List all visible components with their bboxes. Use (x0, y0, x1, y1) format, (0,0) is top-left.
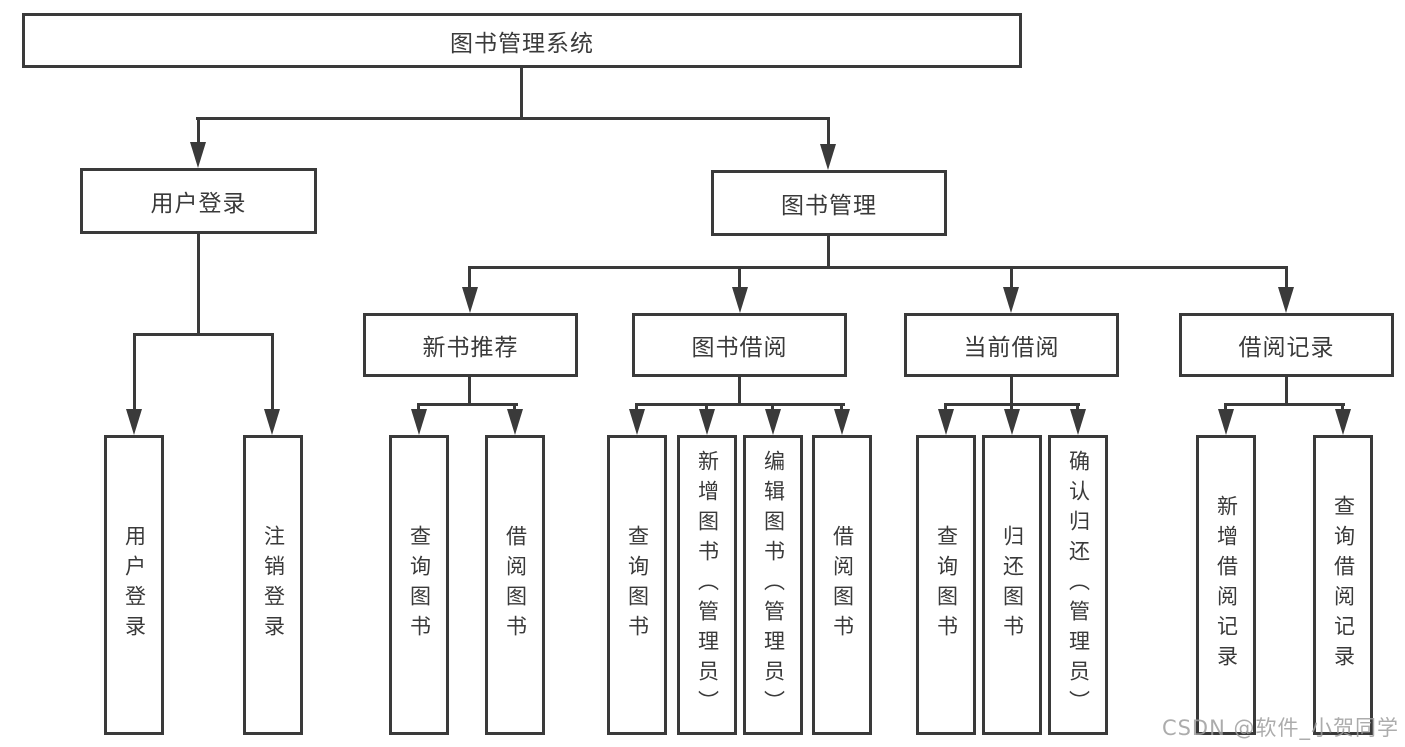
arrow-down-icon (732, 287, 748, 313)
arrow-down-icon (699, 409, 715, 435)
node-query-books: 查询图书 (916, 435, 976, 735)
connector-line (738, 266, 741, 289)
node-label: 查询图书 (407, 525, 432, 645)
node-query-borrow-record: 查询借阅记录 (1313, 435, 1373, 735)
connector-line (827, 117, 830, 146)
node-label: 图书管理 (781, 193, 877, 219)
connector-line (417, 403, 420, 413)
node-borrow-books: 借阅图书 (812, 435, 872, 735)
connector-line (840, 403, 843, 413)
arrow-down-icon (765, 409, 781, 435)
node-new-book-recommend: 新书推荐 (363, 313, 578, 377)
connector-line (417, 403, 518, 406)
connector-line (468, 266, 1288, 269)
connector-line (705, 403, 708, 413)
node-label: 查询借阅记录 (1331, 495, 1356, 675)
connector-line (1010, 377, 1013, 406)
arrow-down-icon (1004, 409, 1020, 435)
node-user-login: 用户登录 (80, 168, 317, 234)
node-add-borrow-record: 新增借阅记录 (1196, 435, 1256, 735)
connector-line (738, 377, 741, 406)
node-label: 确认归还（管理员） (1066, 450, 1091, 720)
connector-line (133, 333, 136, 409)
arrow-down-icon (462, 287, 478, 313)
node-label: 当前借阅 (963, 335, 1060, 361)
node-label: 新增图书（管理员） (695, 450, 720, 720)
connector-line (944, 403, 947, 413)
node-user-login-leaf: 用户登录 (104, 435, 164, 735)
node-label: 借阅图书 (830, 525, 855, 645)
arrow-down-icon (1278, 287, 1294, 313)
arrow-down-icon (190, 142, 206, 168)
node-book-management: 图书管理 (711, 170, 947, 236)
arrow-down-icon (1070, 409, 1086, 435)
node-label: 用户登录 (122, 525, 147, 645)
node-label: 查询图书 (625, 525, 650, 645)
connector-line (1010, 266, 1013, 289)
arrow-down-icon (820, 144, 836, 170)
arrow-down-icon (1218, 409, 1234, 435)
node-borrow-records: 借阅记录 (1179, 313, 1394, 377)
node-label: 新书推荐 (422, 335, 519, 361)
connector-line (1076, 403, 1079, 413)
connector-line (133, 333, 274, 336)
connector-line (196, 117, 830, 120)
arrow-down-icon (629, 409, 645, 435)
node-label: 借阅图书 (503, 525, 528, 645)
node-label: 注销登录 (261, 525, 286, 645)
node-edit-books-admin: 编辑图书（管理员） (743, 435, 803, 735)
node-label: 查询图书 (934, 525, 959, 645)
connector-line (197, 234, 200, 336)
arrow-down-icon (507, 409, 523, 435)
node-add-books-admin: 新增图书（管理员） (677, 435, 737, 735)
connector-line (1224, 403, 1345, 406)
node-label: 用户登录 (150, 191, 247, 217)
node-label: 编辑图书（管理员） (761, 450, 786, 720)
node-query-books: 查询图书 (389, 435, 449, 735)
connector-line (468, 377, 471, 406)
node-query-books: 查询图书 (607, 435, 667, 735)
connector-line (771, 403, 774, 413)
arrow-down-icon (1335, 409, 1351, 435)
node-label: 图书管理系统 (450, 30, 594, 57)
connector-line (1285, 377, 1288, 406)
arrow-down-icon (938, 409, 954, 435)
arrow-down-icon (1003, 287, 1019, 313)
node-current-borrow: 当前借阅 (904, 313, 1119, 377)
connector-line (1285, 266, 1288, 289)
connector-line (513, 403, 516, 413)
node-label: 新增借阅记录 (1214, 495, 1239, 675)
node-label: 归还图书 (1000, 525, 1025, 645)
node-book-borrow: 图书借阅 (632, 313, 847, 377)
connector-line (827, 236, 830, 269)
connector-line (468, 266, 471, 289)
connector-line (520, 67, 523, 120)
connector-line (197, 117, 200, 144)
node-return-books: 归还图书 (982, 435, 1042, 735)
node-confirm-return-admin: 确认归还（管理员） (1048, 435, 1108, 735)
arrow-down-icon (411, 409, 427, 435)
connector-line (1224, 403, 1227, 413)
arrow-down-icon (834, 409, 850, 435)
connector-line (1010, 403, 1013, 413)
connector-line (635, 403, 638, 413)
node-label: 图书借阅 (691, 335, 788, 361)
node-borrow-books: 借阅图书 (485, 435, 545, 735)
node-library-management-system: 图书管理系统 (22, 13, 1022, 68)
connector-line (1341, 403, 1344, 413)
node-logout: 注销登录 (243, 435, 303, 735)
watermark: CSDN @软件_小贺同学 (1161, 716, 1399, 740)
connector-line (271, 333, 274, 409)
arrow-down-icon (126, 409, 142, 435)
node-label: 借阅记录 (1238, 335, 1335, 361)
connector-line (635, 403, 845, 406)
arrow-down-icon (264, 409, 280, 435)
